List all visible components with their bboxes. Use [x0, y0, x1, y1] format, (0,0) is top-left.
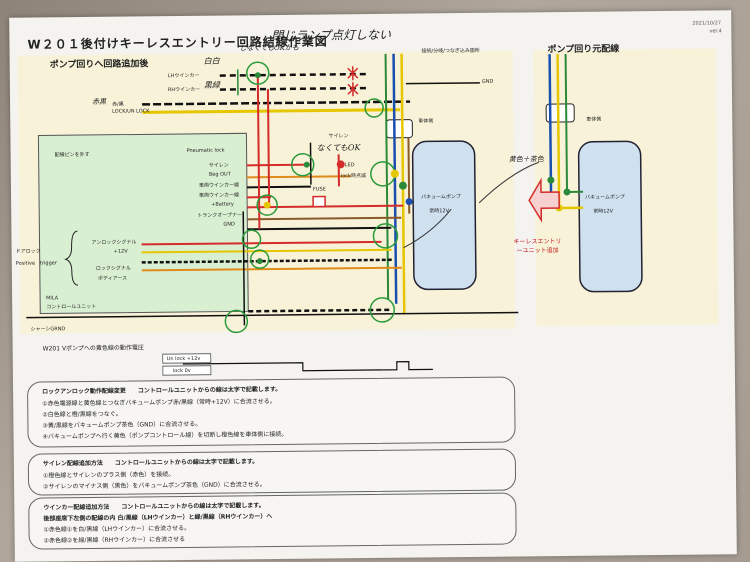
wiring-drawing: [17, 48, 719, 376]
terminal-dots: [254, 72, 571, 265]
rh-blinker-label: RHウインカー: [167, 86, 201, 94]
box1-line: ②白色線と橙/黒線をつなぐ。: [42, 410, 122, 419]
door-lock-label: ドアロック: [15, 248, 41, 255]
unlock-voltage-label: Un lock +12v: [166, 355, 201, 363]
signal-title: W201 Vポンプへの黄色線の動作電圧: [42, 344, 144, 353]
handwritten-green: 黒緑: [203, 80, 220, 90]
battery-label: +Battery: [211, 201, 234, 208]
vehicle-side-right: 車体側: [586, 116, 602, 123]
pump-side-top-label: 接続/分岐/つなぎ込み箇所: [421, 47, 480, 55]
signal-waveform: [182, 361, 433, 372]
handwritten-yellow-brown: 黄色＋茶色: [508, 155, 544, 164]
handwritten-redblack: 赤黒: [92, 97, 107, 106]
box1-line: ①赤色電源線と黄色線とつなぎバキュームポンプ赤/黒線（常時+12V）に合流させる…: [42, 398, 276, 408]
lock-indicator-label: lock時点滅: [340, 173, 366, 180]
date-label: 2021/10/27: [692, 20, 722, 27]
lock-voltage-label: lock 0v: [172, 367, 191, 375]
vacuum-pump-left-label: バキュームポンプ: [421, 194, 461, 201]
box3-line: 後部座席下左側の配線の内 白/黒線（LHウインカー）と緑/黒線（RHウインカー）…: [43, 513, 273, 523]
siren-label: サイレン: [328, 133, 349, 140]
beg-out-label: Beg OUT: [208, 171, 231, 178]
box2-line: ②サイレンのマイナス側（黒色）をバキュームポンプ茶色（GND）に合流させる。: [43, 481, 266, 491]
chassis-gnd-label: シャーシGRND: [30, 326, 66, 333]
handwritten-white: 白白: [203, 56, 220, 66]
box2-line: ①橙色線とサイレンのプラス側（赤色）を接続。: [42, 471, 175, 480]
control-unit-box: [37, 132, 249, 314]
instruction-box-siren: サイレン配線追加方法 コントロールユニットからの線は太字で記載します。 ①橙色線…: [27, 448, 517, 496]
pneumatic-label: Pneumatic lock: [186, 147, 225, 154]
handwritten-not-needed: しなくてもOKかも: [239, 43, 299, 53]
box1-line: ④バキュームポンプへ行く黄色（ポンプコントロール線）を切断し橙色線を車体側に接続…: [42, 430, 288, 441]
box3-line: ①赤色線①を白/黒線（LHウインカー）に合流させる。: [43, 524, 191, 534]
wiring-diagram-sheet: W２０１後付けキーレスエントリー回路結線作業図 閉じランプ点灯しない 2021/…: [9, 10, 737, 562]
left-panel-header: ポンプ回りへ回路追加後: [49, 59, 149, 71]
box2-title: サイレン配線追加方法 コントロールユニットからの線は太字で記載します。: [42, 458, 259, 468]
fuse-label: FUSE: [312, 186, 326, 193]
trunk-label: トランクオープナー: [197, 212, 242, 219]
cut-marks: [347, 66, 359, 97]
control-unit-name: コントロールユニット: [46, 303, 97, 311]
gnd-label: GND: [481, 78, 494, 85]
box3-line: ②赤色線②を緑/黒線（RHウインカー）に合流させる: [43, 535, 186, 545]
box1-title: ロックアンロック動作配線変更 コントロールユニットからの線は太字で記載します。: [42, 385, 282, 396]
vacuum-pump-right-label: バキュームポンプ: [585, 194, 625, 201]
anlock-signal-label: アンロックシグナル: [91, 239, 137, 246]
vacuum-pump-right: [577, 140, 643, 293]
lh-blinker-label: LHウインカー: [167, 72, 200, 80]
led-label: LED: [344, 162, 355, 169]
lock-unlock-label: LOCK/UN LOCK: [112, 108, 150, 115]
arrow-caption: キーレスエントリーユニット追加: [513, 238, 562, 255]
version-label: ver.4: [709, 28, 722, 35]
connector-left: [385, 119, 413, 139]
lock-signal-label: ロックシグナル: [95, 265, 131, 272]
gnd-out-label: GND: [223, 221, 235, 228]
vehicle-side-left: 車体側: [418, 118, 434, 125]
positive-trigger-label: Positive trigger: [15, 260, 57, 267]
mila-label: MILA: [46, 295, 59, 302]
vehicle-blinker1-label: 車両ウインカー線: [198, 182, 239, 189]
pump-power-left: 常時12V: [429, 208, 450, 215]
red-black-label: 赤/黒: [112, 101, 124, 108]
body-earth-label: ポディアース: [97, 275, 128, 282]
right-panel-header: ポンプ回り元配線: [547, 44, 620, 56]
siren-out-label: サイレン: [208, 162, 229, 169]
handwritten-note-top: 閉じランプ点灯しない: [271, 27, 392, 44]
handwritten-siren-ok: なくてもOK: [316, 143, 361, 153]
arrow-to-left: [528, 177, 560, 223]
pin-note: 配線ピンを外す: [54, 151, 90, 159]
box1-line: ③黄/黒線をバキュームポンプ茶色（GND）に合流させる。: [42, 420, 202, 430]
instruction-box-blinker: ウインカー配線追加方法 コントロールユニットからの線は太字で記載します。 後部座…: [28, 492, 517, 550]
vacuum-pump-left: [411, 140, 477, 291]
instruction-box-lock: ロックアンロック動作配線変更 コントロールユニットからの線は太字で記載します。 …: [26, 376, 516, 448]
pump-power-right: 常時12V: [593, 208, 614, 215]
junction-circles: [224, 61, 399, 334]
vehicle-blinker2-label: 車両ウインカー線: [199, 192, 240, 199]
box3-title: ウインカー配線追加方法 コントロールユニットからの線は太字で記載します。: [43, 502, 265, 512]
plus12v-label: +12V: [113, 248, 128, 255]
